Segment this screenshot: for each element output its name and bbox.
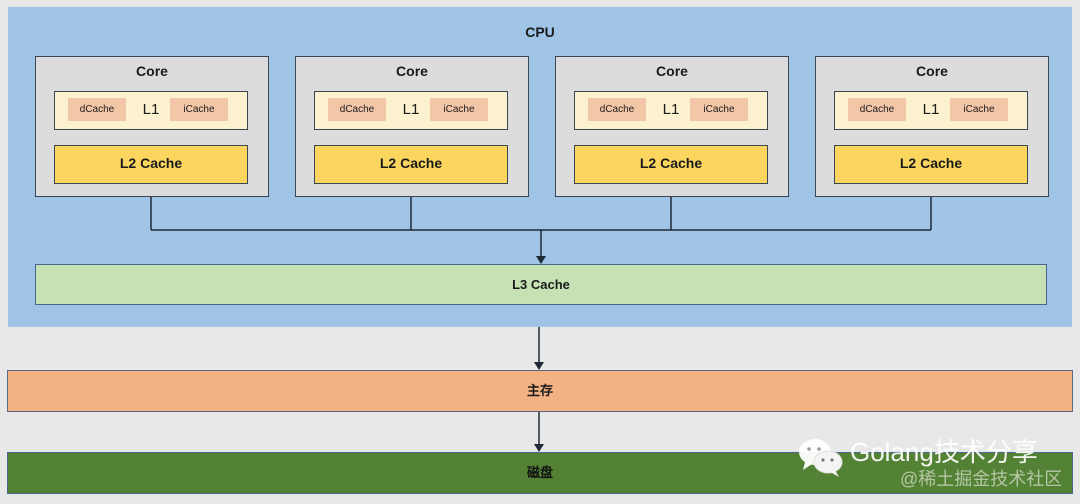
arrow-to-disk bbox=[534, 444, 544, 452]
watermark-subtitle: @稀土掘金技术社区 bbox=[900, 469, 1063, 489]
watermark-title: Golang技术分享 bbox=[850, 437, 1038, 467]
l1-cache: dCache L1 iCache bbox=[574, 91, 768, 130]
l1-cache: dCache L1 iCache bbox=[834, 91, 1028, 130]
dcache: dCache bbox=[328, 98, 386, 121]
core-3: Core dCache L1 iCache L2 Cache bbox=[555, 56, 789, 197]
l1-label: L1 bbox=[142, 101, 160, 118]
disk: 磁盘 bbox=[7, 452, 1073, 494]
core-title: Core bbox=[916, 63, 948, 79]
icache: iCache bbox=[950, 98, 1008, 121]
watermark: Golang技术分享 @稀土掘金技术社区 bbox=[795, 432, 1080, 496]
l1-cache: dCache L1 iCache bbox=[314, 91, 508, 130]
l2-cache: L2 Cache bbox=[54, 145, 248, 184]
icache: iCache bbox=[170, 98, 228, 121]
l1-label: L1 bbox=[922, 101, 940, 118]
dcache: dCache bbox=[848, 98, 906, 121]
wechat-icon bbox=[799, 439, 843, 477]
l1-label: L1 bbox=[402, 101, 420, 118]
icache: iCache bbox=[430, 98, 488, 121]
l1-cache: dCache L1 iCache bbox=[54, 91, 248, 130]
l2-cache: L2 Cache bbox=[314, 145, 508, 184]
core-title: Core bbox=[136, 63, 168, 79]
dcache: dCache bbox=[68, 98, 126, 121]
icache: iCache bbox=[690, 98, 748, 121]
arrow-to-memory bbox=[534, 362, 544, 370]
core-title: Core bbox=[656, 63, 688, 79]
dcache: dCache bbox=[588, 98, 646, 121]
core-4: Core dCache L1 iCache L2 Cache bbox=[815, 56, 1049, 197]
main-memory: 主存 bbox=[7, 370, 1073, 412]
l2-cache: L2 Cache bbox=[834, 145, 1028, 184]
core-title: Core bbox=[396, 63, 428, 79]
core-2: Core dCache L1 iCache L2 Cache bbox=[295, 56, 529, 197]
core-1: Core dCache L1 iCache L2 Cache bbox=[35, 56, 269, 197]
cpu-title: CPU bbox=[525, 24, 555, 40]
l3-cache: L3 Cache bbox=[35, 264, 1047, 305]
l2-cache: L2 Cache bbox=[574, 145, 768, 184]
l1-label: L1 bbox=[662, 101, 680, 118]
